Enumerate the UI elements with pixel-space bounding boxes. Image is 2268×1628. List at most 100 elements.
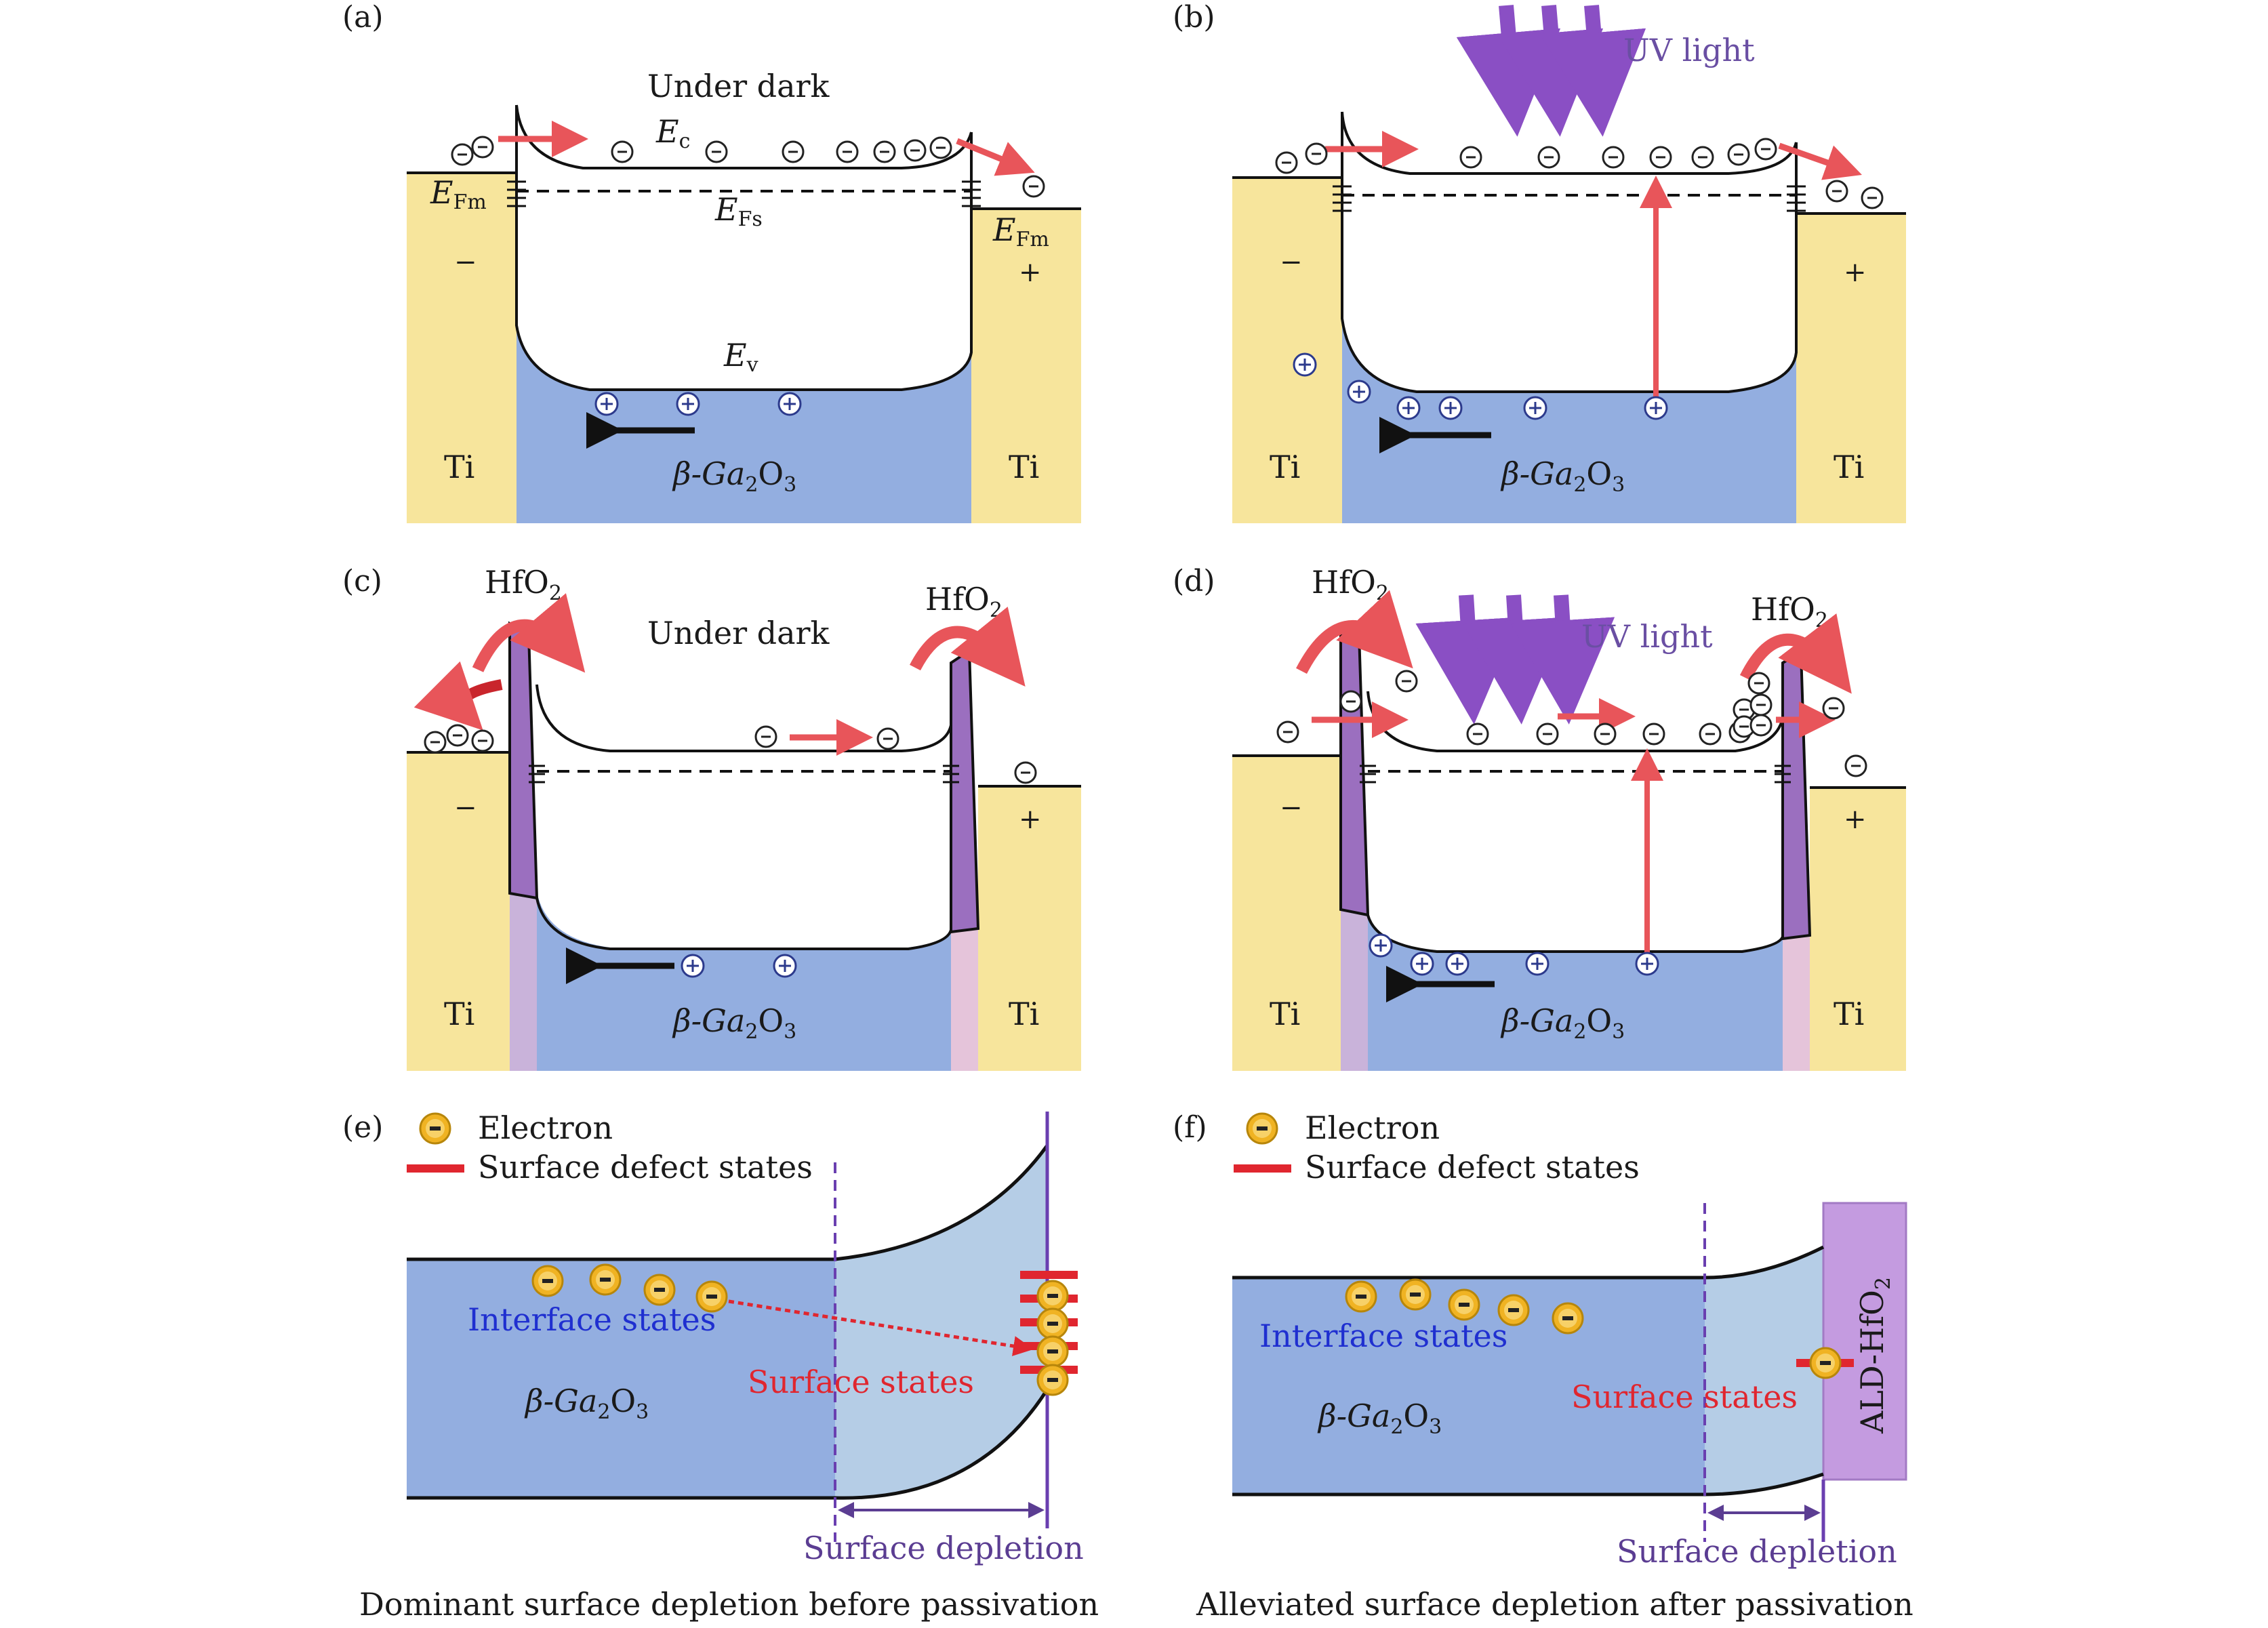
semiconductor-region-b (1342, 319, 1796, 523)
panel-a-tag: (a) (342, 0, 384, 35)
panel-e-tag: (e) (342, 1110, 383, 1145)
panel-f: (f) Electron Surface defect states Inter… (1173, 1110, 1913, 1623)
ev-label-a: Ev (723, 337, 758, 377)
metal-left-label-c: Ti (444, 996, 474, 1032)
valence-band-a (515, 105, 973, 391)
legend-electron-label-f: Electron (1305, 1110, 1440, 1146)
metal-right-label-c: Ti (1009, 996, 1039, 1032)
metal-right-label-a: Ti (1009, 449, 1039, 485)
panel-b-tag: (b) (1173, 0, 1215, 35)
legend-electron-label-e: Electron (478, 1110, 613, 1146)
metal-left-label-a: Ti (444, 449, 474, 485)
panel-c-tag: (c) (342, 564, 382, 598)
semiconductor-label-f: β-Ga2O3 (1317, 1398, 1442, 1439)
semiconductor-label-c: β-Ga2O3 (672, 1002, 796, 1044)
oxide-left-label-c: HfO2 (485, 564, 562, 605)
oxide-right-label-c: HfO2 (925, 581, 1003, 622)
legend-electron-icon-f (1246, 1112, 1278, 1145)
efm-right-label-a: EFm (992, 211, 1049, 251)
electron-flow-arrow-a2 (956, 138, 1035, 176)
caption-e: Dominant surface depletion before passiv… (359, 1586, 1099, 1623)
depletion-label-f: Surface depletion (1617, 1533, 1897, 1570)
ald-hfo2-layer-f (1822, 1202, 1907, 1481)
electron-flow-arrow-b2 (1778, 142, 1862, 180)
metal-left-a (407, 173, 517, 523)
metal-right-c (978, 786, 1081, 1071)
conduction-band-c (535, 684, 952, 752)
semiconductor-label-d: β-Ga2O3 (1500, 1002, 1625, 1044)
caption-f: Alleviated surface depletion after passi… (1196, 1586, 1913, 1623)
oxide-left-label-d: HfO2 (1312, 564, 1389, 605)
panel-d-tag: (d) (1173, 564, 1215, 598)
panel-a: (a) Under dark Ec EFs EFm EFm Ev − + Ti … (342, 0, 1081, 523)
metal-right-d (1810, 788, 1906, 1071)
semiconductor-label-b: β-Ga2O3 (1500, 455, 1625, 497)
semiconductor-region-e (407, 1259, 835, 1498)
valence-band-c (535, 897, 952, 950)
electrons-d (1276, 670, 1867, 777)
metal-right-label-b: Ti (1834, 449, 1864, 485)
tunneling-arrow-right-d (1739, 613, 1852, 694)
plus-sign-a: + (1019, 257, 1042, 288)
uv-arrows-d (1415, 594, 1615, 725)
minus-sign-b: − (1280, 247, 1303, 278)
interface-states-label-e: Interface states (468, 1301, 716, 1338)
oxide-barrier-left-d (1339, 622, 1370, 917)
minus-sign-d: − (1280, 792, 1303, 823)
legend-defect-icon-f (1234, 1164, 1291, 1173)
metal-right-label-d: Ti (1834, 996, 1864, 1032)
minus-sign-a: − (454, 247, 477, 278)
title-a: Under dark (647, 68, 830, 104)
panel-c: (c) HfO2 HfO2 Under dark − + Ti Ti β-Ga2… (342, 564, 1081, 1071)
semiconductor-region-d (1368, 912, 1783, 1071)
ald-label-f: ALD-HfO2 (1854, 1277, 1895, 1434)
depletion-region-f (1705, 1247, 1823, 1494)
semiconductor-label-e: β-Ga2O3 (524, 1383, 649, 1424)
efm-left-label-a: EFm (430, 174, 487, 214)
panel-e: (e) Electron Surface defect states Inter… (342, 1110, 1099, 1623)
semiconductor-label-a: β-Ga2O3 (672, 455, 796, 497)
depletion-region-e (835, 1145, 1047, 1499)
valence-band-d (1366, 914, 1784, 953)
uv-arrows-b (1456, 5, 1646, 137)
semiconductor-region-a (517, 325, 971, 523)
tunneling-arrow-left-d (1296, 590, 1413, 674)
oxide-right-label-d: HfO2 (1751, 591, 1828, 632)
metal-right-a (971, 209, 1081, 523)
ec-label-a: Ec (655, 113, 690, 153)
efs-label-a: EFs (714, 191, 763, 231)
legend-defect-label-f: Surface defect states (1305, 1149, 1640, 1185)
surface-states-label-e: Surface states (748, 1364, 974, 1400)
semiconductor-region-c (537, 891, 951, 1071)
metal-left-label-b: Ti (1270, 449, 1300, 485)
plus-sign-d: + (1844, 804, 1867, 835)
surface-states-label-f: Surface states (1571, 1379, 1798, 1415)
legend-defect-icon-e (407, 1164, 464, 1173)
uv-label-b: UV light (1623, 32, 1755, 68)
blocked-arrow-c (413, 661, 503, 731)
title-c: Under dark (647, 615, 830, 651)
legend-defect-label-e: Surface defect states (478, 1149, 813, 1185)
valence-band-b (1341, 112, 1798, 393)
metal-left-label-d: Ti (1270, 996, 1300, 1032)
panel-b: (b) UV light − + Ti Ti β-Ga2O3 (1173, 0, 1906, 523)
legend-electron-icon-e (419, 1112, 451, 1145)
depletion-label-e: Surface depletion (803, 1530, 1084, 1566)
panel-d: (d) HfO2 HfO2 UV light − + (1173, 564, 1906, 1071)
uv-label-d: UV light (1581, 618, 1713, 655)
metal-left-d (1232, 756, 1341, 1071)
conduction-band-b (1341, 111, 1798, 175)
metal-right-b (1796, 213, 1906, 523)
plus-sign-b: + (1844, 257, 1867, 288)
metal-left-b (1232, 178, 1342, 523)
oxide-barrier-right-d (1781, 649, 1812, 941)
conduction-band-a (515, 104, 973, 169)
tunneling-arrow-right-c (910, 607, 1026, 687)
minus-sign-c: − (454, 792, 477, 823)
tunneling-arrow-left-c (472, 593, 586, 673)
oxide-barrier-right-c (950, 648, 980, 934)
plus-sign-c: + (1019, 804, 1042, 835)
conduction-band-d (1366, 691, 1784, 752)
trapping-arrow-e (728, 1299, 1034, 1356)
oxide-barrier-left-c (508, 621, 539, 900)
